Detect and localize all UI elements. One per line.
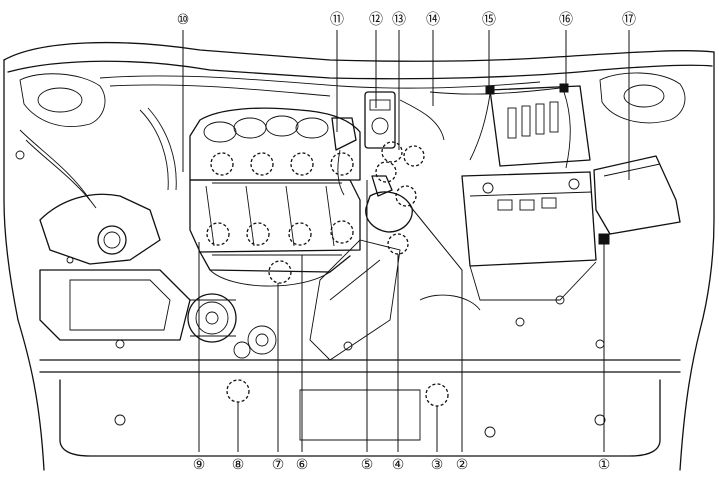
location-marker <box>246 222 270 246</box>
callout-5-label: ⑤ <box>361 457 374 473</box>
callouts-bottom: ⑨ ⑧ ⑦ ⑥ ⑤ ④ ③ ② ① <box>193 457 611 473</box>
callout-13-label: ⑬ <box>392 12 406 28</box>
callout-9-label: ⑨ <box>193 457 206 473</box>
callout-15: ⑮ <box>482 12 496 28</box>
left-components <box>15 107 191 341</box>
location-marker <box>288 222 312 246</box>
body-outline <box>3 41 715 471</box>
callout-10: ⑩ <box>177 12 190 28</box>
location-marker <box>330 220 354 244</box>
location-marker <box>210 152 234 176</box>
center-components <box>309 91 445 361</box>
callout-3-label: ③ <box>431 457 444 473</box>
callout-8-label: ⑧ <box>232 457 245 473</box>
leader-lines <box>182 30 630 452</box>
location-marker <box>381 141 403 163</box>
location-marker <box>330 152 354 176</box>
callout-17: ⑰ <box>622 12 636 28</box>
callout-6-label: ⑥ <box>296 457 309 473</box>
callout-11: ⑪ <box>330 12 344 28</box>
callout-10-label: ⑩ <box>177 12 190 28</box>
location-marker <box>268 260 292 284</box>
engine-block <box>187 107 361 359</box>
callout-4-label: ④ <box>392 457 405 473</box>
location-marker <box>290 152 314 176</box>
callout-16: ⑯ <box>559 12 573 28</box>
callout-1-label: ① <box>598 457 611 473</box>
callout-7-label: ⑦ <box>272 457 285 473</box>
location-marker <box>425 383 449 407</box>
location-marker <box>375 161 397 183</box>
callout-11-label: ⑪ <box>330 12 344 28</box>
callout-13: ⑬ <box>392 12 406 28</box>
leader-bracket-6 <box>212 182 342 256</box>
location-marker <box>387 233 409 255</box>
callout-14: ⑭ <box>426 12 440 28</box>
callout-12: ⑫ <box>369 12 383 28</box>
location-marker <box>395 185 417 207</box>
callout-14-label: ⑭ <box>426 12 440 28</box>
location-marker <box>250 152 274 176</box>
front-frame <box>39 339 681 457</box>
callout-16-label: ⑯ <box>559 12 573 28</box>
location-marker <box>206 222 230 246</box>
callout-2-label: ② <box>456 457 469 473</box>
location-marker <box>403 145 425 167</box>
callout-17-label: ⑰ <box>622 12 636 28</box>
callout-15-label: ⑮ <box>482 12 496 28</box>
callouts-top: ⑩ ⑪ ⑫ ⑬ ⑭ ⑮ ⑯ ⑰ <box>177 12 636 28</box>
right-components <box>419 83 681 327</box>
location-marker <box>226 379 250 403</box>
callout-12-label: ⑫ <box>369 12 383 28</box>
